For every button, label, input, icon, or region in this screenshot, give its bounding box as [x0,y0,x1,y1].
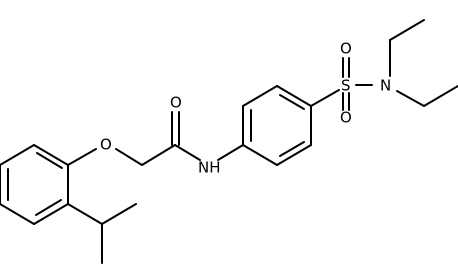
phenylene-ring [242,85,312,166]
atom-labels: O O NH S O O N [100,40,391,177]
sulfur-label: S [341,77,351,95]
diethylamino-group [389,19,458,107]
ether-oxygen-label: O [100,136,112,154]
sulfonyl-oxygen-bottom-label: O [340,109,352,127]
sulfonyl-oxygen-top-label: O [340,40,352,58]
carbonyl-oxygen-label: O [170,94,182,112]
sulfonyl-group [310,57,373,111]
oxyacetamide-chain [67,111,244,166]
amide-nh-label: NH [198,159,221,177]
amine-nitrogen-label: N [380,77,391,95]
isopropyl-group [67,203,137,264]
isopropylphenyl-ring [0,144,69,225]
